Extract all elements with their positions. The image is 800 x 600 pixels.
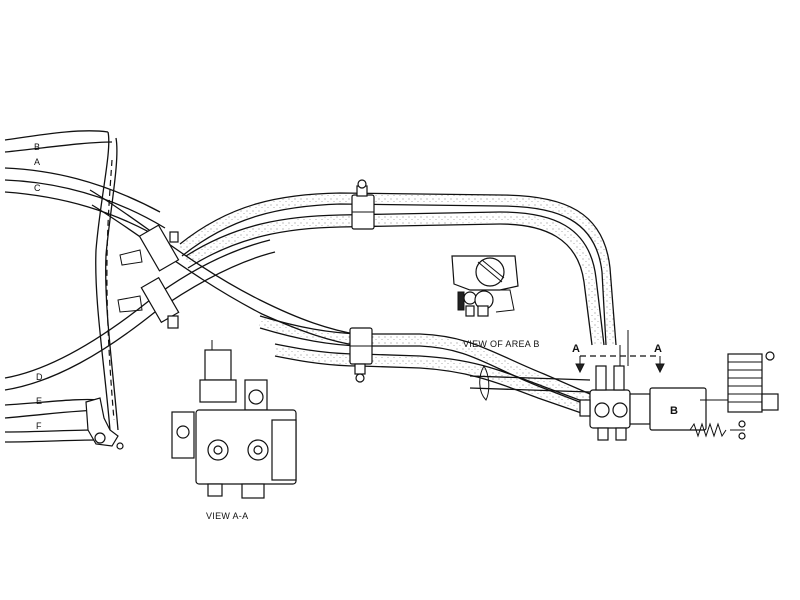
view-a-a-caption: VIEW A-A [206,511,248,521]
view-a-a-detail [171,340,297,499]
line-label-d: D [36,372,43,382]
upper-clamp [351,179,375,230]
line-label-e: E [36,396,42,406]
section-mark-right: A [654,343,662,355]
tube-tie [479,365,490,401]
line-label-b: B [34,142,40,152]
view-of-area-b-caption: VIEW OF AREA B [463,339,540,349]
upper-loop-tubes [177,192,617,346]
line-label-a: A [34,157,40,167]
lower-tubes [258,315,592,417]
line-labels: B A C D E F [34,142,43,431]
left-clamp-upper [119,224,180,272]
lower-clamp [349,327,373,383]
section-mark-left: A [572,343,580,355]
cooler-block [727,351,779,440]
bracket-lower-left [85,397,124,450]
valve-assembly [579,330,707,441]
area-b-mark: B [670,405,678,417]
line-label-f: F [36,421,42,431]
left-frame-tubes [4,130,361,443]
view-of-area-b-detail [451,255,519,317]
line-label-c: C [34,183,41,193]
left-clamp-lower [117,276,180,329]
